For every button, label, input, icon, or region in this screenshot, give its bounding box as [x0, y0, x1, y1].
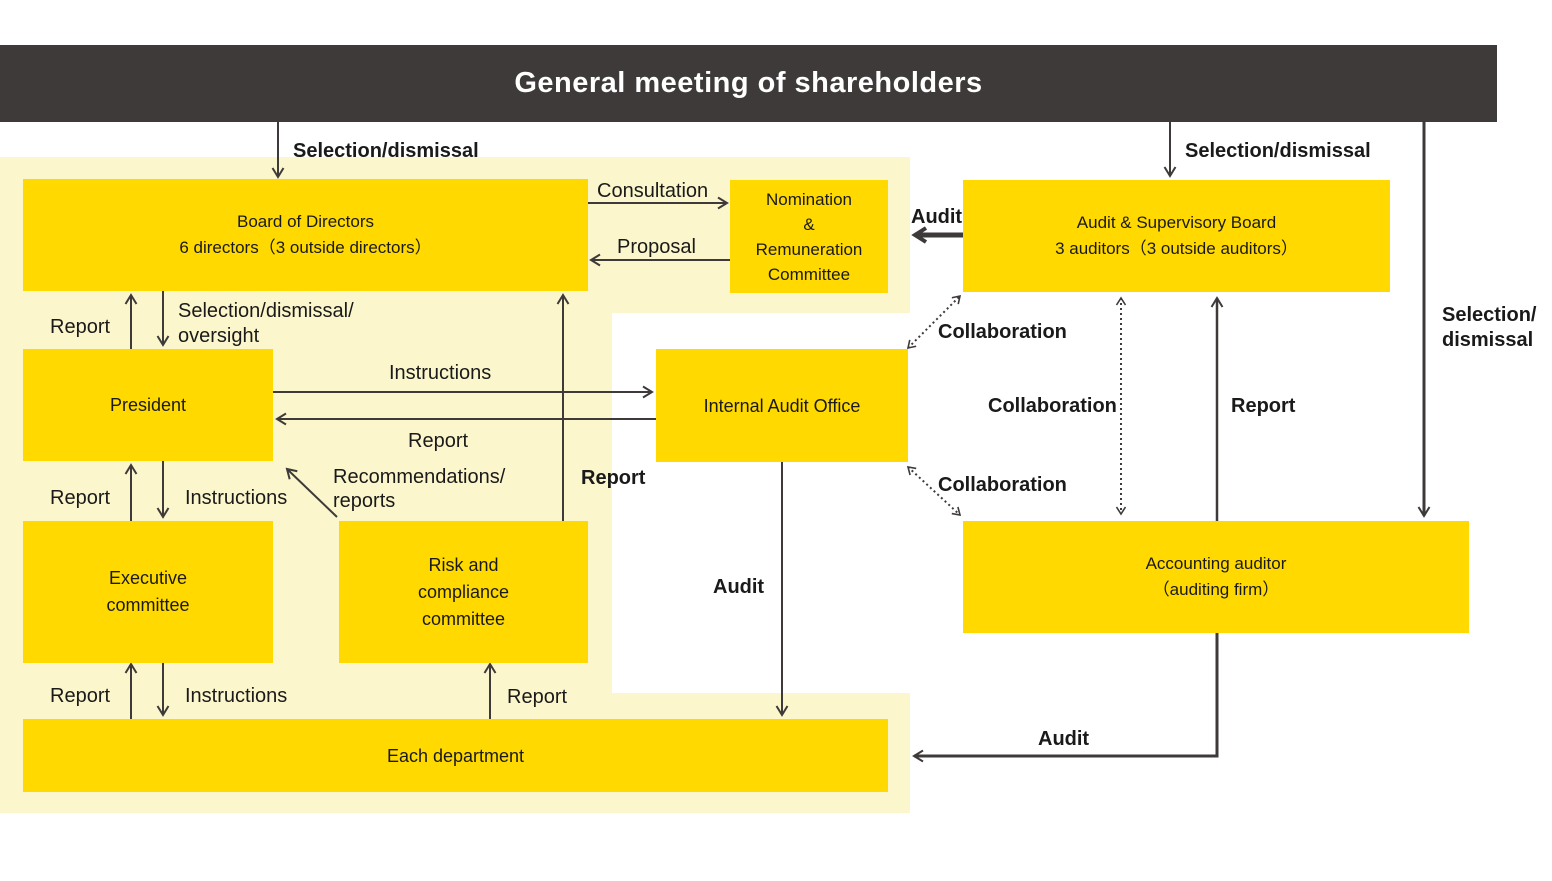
label-report-accounting: Report — [1231, 395, 1296, 417]
label-audit-asb: Audit — [911, 206, 963, 228]
board-line-1: Board of Directors — [237, 212, 374, 231]
label-instructions-president: Instructions — [185, 487, 288, 509]
nomination-line-4: Committee — [767, 264, 851, 284]
label-instructions-iao: Instructions — [389, 362, 492, 384]
risk-line-3: committee — [421, 608, 506, 629]
label-selection-dismissal-oversight: Selection/dismissal/ oversight — [178, 299, 354, 349]
label-audit-accounting: Audit — [1038, 728, 1090, 750]
dept-label: Each department — [386, 745, 525, 766]
label-oversight-line-2: oversight — [178, 325, 260, 347]
nomination-line-1: Nomination — [766, 189, 852, 209]
label-recommendations-line-1: Recommendations/ — [333, 466, 506, 488]
label-selection-dismissal-right: Selection/dismissal — [1185, 140, 1371, 162]
box-president: President — [23, 349, 273, 461]
label-recommendations-line-2: reports — [333, 490, 396, 512]
label-report-risk: Report — [507, 686, 568, 708]
box-nomination-remuneration-committee: Nomination & Remuneration Committee — [730, 180, 888, 293]
label-consultation: Consultation — [597, 180, 709, 202]
nomination-line-2: & — [803, 214, 815, 234]
label-report-board: Report — [50, 316, 111, 338]
label-collaboration-bottom: Collaboration — [938, 474, 1067, 496]
box-board-of-directors: Board of Directors 6 directors（3 outside… — [23, 179, 588, 291]
header-bar: General meeting of shareholders — [0, 45, 1497, 122]
accounting-line-2: （auditing firm） — [1152, 580, 1280, 599]
risk-line-2: compliance — [417, 581, 510, 602]
label-audit-iao: Audit — [713, 576, 765, 598]
label-instructions-exec: Instructions — [185, 685, 288, 707]
label-collaboration-top: Collaboration — [938, 321, 1067, 343]
label-selection-dismissal-far-right: Selection/ dismissal — [1442, 303, 1536, 353]
iao-label: Internal Audit Office — [703, 395, 861, 416]
asb-line-1: Audit & Supervisory Board — [1076, 213, 1277, 232]
label-oversight-line-1: Selection/dismissal/ — [178, 300, 354, 322]
board-line-2: 6 directors（3 outside directors） — [179, 238, 432, 257]
exec-line-1: Executive — [108, 568, 188, 588]
nomination-line-3: Remuneration — [755, 239, 863, 259]
box-executive-committee: Executive committee — [23, 521, 273, 663]
risk-line-1: Risk and — [428, 554, 499, 575]
box-each-department: Each department — [23, 719, 888, 792]
label-selection-line-1: Selection/ — [1442, 304, 1537, 326]
label-dismissal-line-2: dismissal — [1442, 329, 1534, 351]
label-report-exec: Report — [50, 685, 111, 707]
label-report-president: Report — [50, 487, 111, 509]
label-report-iao: Report — [408, 430, 469, 452]
label-selection-dismissal-left: Selection/dismissal — [293, 140, 479, 162]
exec-line-2: committee — [106, 595, 190, 615]
box-audit-supervisory-board: Audit & Supervisory Board 3 auditors（3 o… — [963, 180, 1390, 292]
box-accounting-auditor: Accounting auditor （auditing firm） — [963, 521, 1469, 633]
label-proposal: Proposal — [617, 236, 696, 258]
accounting-line-1: Accounting auditor — [1145, 554, 1287, 573]
label-collaboration-mid: Collaboration — [988, 395, 1117, 417]
box-risk-compliance-committee: Risk and compliance committee — [339, 521, 588, 663]
asb-line-2: 3 auditors（3 outside auditors） — [1055, 239, 1298, 258]
box-internal-audit-office: Internal Audit Office — [656, 349, 908, 462]
president-label: President — [109, 395, 187, 415]
label-report-risk-to-board: Report — [581, 467, 646, 489]
page-title: General meeting of shareholders — [514, 67, 983, 99]
label-recommendations-reports: Recommendations/ reports — [333, 465, 505, 513]
